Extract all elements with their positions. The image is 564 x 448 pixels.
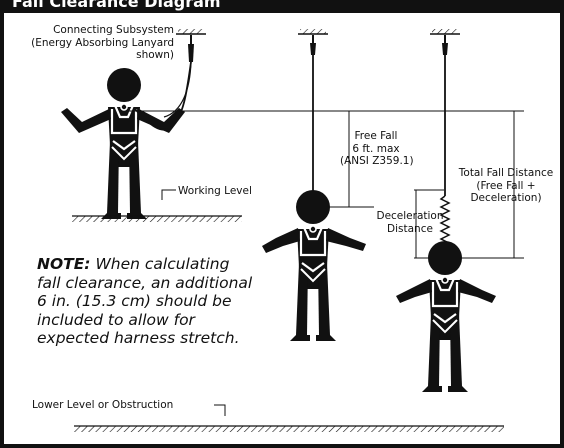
note-text: When calculating fall clearance, an addi… — [37, 255, 253, 347]
free-fall-line-1: Free Fall — [354, 130, 398, 142]
working-level-label: Working Level — [178, 185, 252, 197]
leader-lines — [161, 189, 226, 416]
free-fall-line-3: (ANSI Z359.1) — [340, 155, 414, 167]
total-fall-line-3: Deceleration) — [470, 192, 542, 204]
energy-absorbing-lanyard — [133, 35, 194, 131]
ceiling-anchors — [176, 29, 460, 35]
worker-figure-deceleration — [396, 35, 496, 394]
note-heading: NOTE: — [37, 255, 91, 273]
connecting-subsystem-line-3: shown) — [136, 49, 174, 61]
title-bar: Fall Clearance Diagram — [4, 0, 560, 13]
total-fall-distance-label: Total Fall Distance (Free Fall + Deceler… — [456, 167, 556, 205]
connecting-subsystem-label: Connecting Subsystem (Energy Absorbing L… — [10, 24, 174, 62]
lower-level-label: Lower Level or Obstruction — [32, 399, 174, 411]
working-level-floor — [72, 215, 242, 222]
dimension-lines — [128, 110, 524, 259]
free-fall-line-2: 6 ft. max — [352, 142, 400, 155]
diagram-canvas — [61, 29, 524, 432]
total-fall-line-2: (Free Fall + — [476, 179, 536, 192]
deceleration-line-2: Distance — [387, 222, 433, 235]
lower-level-floor — [74, 425, 504, 432]
connecting-subsystem-line-1: Connecting Subsystem — [53, 24, 174, 36]
worker-figure-free-fall — [262, 35, 366, 343]
connecting-subsystem-line-2: (Energy Absorbing Lanyard — [31, 36, 174, 49]
deceleration-line-1: Deceleration — [376, 210, 444, 222]
deceleration-distance-label: Deceleration Distance — [372, 210, 448, 235]
total-fall-line-1: Total Fall Distance — [458, 167, 554, 179]
harness-stretch-note: NOTE: When calculating fall clearance, a… — [37, 255, 257, 348]
worker-figure-standing — [61, 66, 185, 221]
free-fall-label: Free Fall 6 ft. max (ANSI Z359.1) — [340, 130, 414, 168]
diagram-title: Fall Clearance Diagram — [12, 0, 221, 11]
